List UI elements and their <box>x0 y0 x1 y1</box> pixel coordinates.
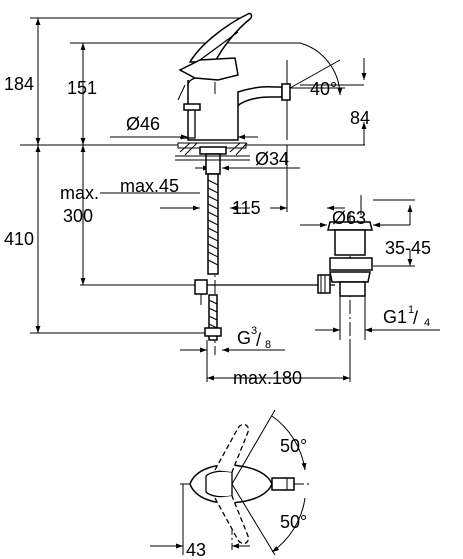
fraction-slash: / <box>413 308 418 328</box>
dim-50-upper: 50° <box>280 436 307 456</box>
dim-50-lower: 50° <box>280 512 307 532</box>
dim-g38-base: G <box>237 328 251 348</box>
dim-84: 84 <box>350 108 370 128</box>
dim-d34: Ø34 <box>255 149 289 169</box>
top-view: 50° 50° 43 <box>150 409 310 559</box>
pull-rod <box>194 279 335 305</box>
fraction-slash-2: / <box>256 330 261 350</box>
dim-angle-40: 40° <box>310 79 337 99</box>
dim-g38-denominator: 8 <box>265 339 271 351</box>
dim-43: 43 <box>186 540 206 559</box>
dim-max45: max.45 <box>120 176 179 196</box>
side-view: 184 151 40° 84 Ø46 Ø34 max. 300 max.45 1… <box>4 12 440 388</box>
dim-300: 300 <box>63 206 93 226</box>
dim-115: 115 <box>232 198 261 218</box>
dim-d63: Ø63 <box>332 208 366 228</box>
dim-g1-numerator: 1 <box>408 304 414 316</box>
flex-hoses <box>204 173 222 341</box>
dim-184: 184 <box>4 74 34 94</box>
dim-max180: max.180 <box>233 368 302 388</box>
dim-d46: Ø46 <box>126 114 160 134</box>
dim-410: 410 <box>4 229 34 249</box>
dim-151: 151 <box>67 78 97 98</box>
basin-section <box>175 142 250 175</box>
waste-fitting <box>317 221 373 297</box>
dim-max-label: max. <box>60 183 99 203</box>
tap-body <box>177 12 291 141</box>
dim-g1-denominator: 4 <box>424 317 430 329</box>
dim-g38-numerator: 3 <box>251 325 257 337</box>
dim-g1-base: G1 <box>383 307 407 327</box>
dim-35-45: 35-45 <box>385 238 431 258</box>
